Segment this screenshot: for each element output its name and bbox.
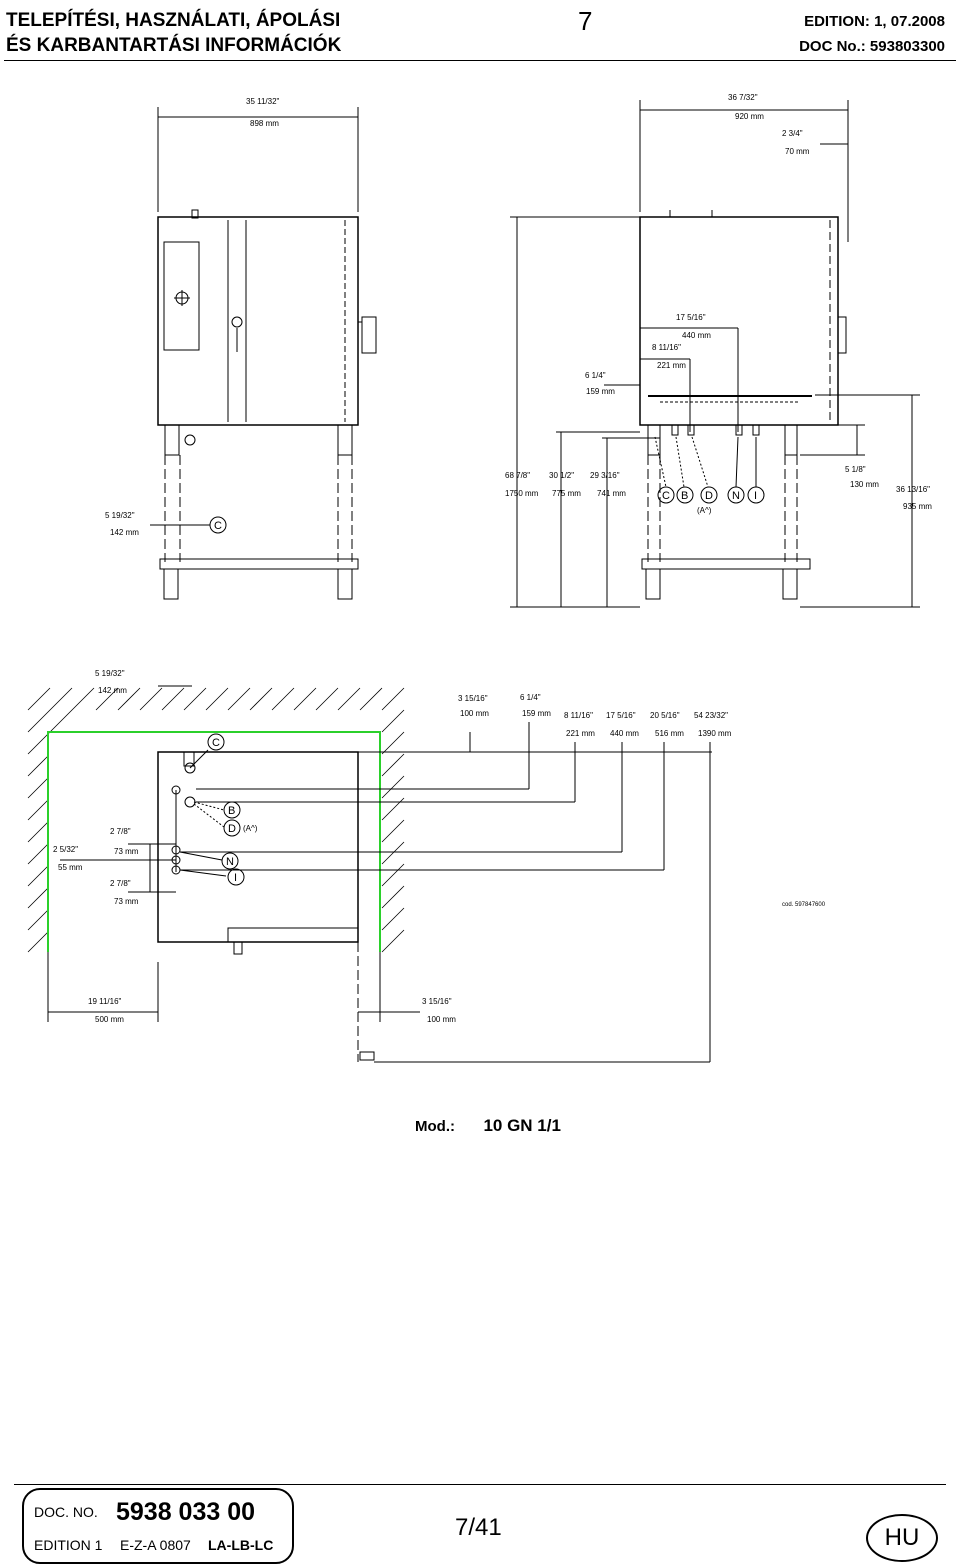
plan-bubble-c: C [212, 737, 220, 749]
front-view: 35 11/32" 898 mm C 5 19/32" 142 mm [105, 97, 377, 600]
plan-73a-mm: 73 mm [114, 847, 139, 856]
side-bubble-b: B [681, 490, 688, 502]
model-value: 10 GN 1/1 [483, 1116, 561, 1135]
side-bubble-i: I [754, 490, 757, 502]
side-view: 36 7/32" 920 mm 2 3/4" 70 mm 17 5/16" 44… [505, 93, 932, 608]
header-title-line2: ÉS KARBANTARTÁSI INFORMÁCIÓK [6, 35, 342, 56]
front-bubble-c: C [214, 520, 222, 532]
plan-142-mm: 142 mm [98, 686, 127, 695]
side-935-mm: 935 mm [903, 502, 932, 511]
doc-number-box: DOC. NO. 5938 033 00 EDITION 1 E-Z-A 080… [22, 1488, 294, 1564]
side-depth-frac: 36 7/32" [728, 93, 758, 102]
plan-55-mm: 55 mm [58, 863, 83, 872]
plan-500-frac: 19 11/16" [88, 997, 122, 1006]
side-741-frac: 29 3/16" [590, 471, 620, 480]
side-741-mm: 741 mm [597, 489, 626, 498]
plan-bubble-d: D [228, 823, 236, 835]
model-label: Mod.: [415, 1118, 455, 1135]
header-title-line1: TELEPÍTÉSI, HASZNÁLATI, ÁPOLÁSI [6, 10, 341, 31]
footer-ll: LA-LB-LC [208, 1537, 274, 1553]
plan-bubble-n: N [226, 856, 234, 868]
front-c-mm: 142 mm [110, 528, 139, 537]
footer-doc-no-label: DOC. NO. [34, 1504, 98, 1520]
side-a-note: (A^) [697, 506, 712, 515]
plan-bubble-i: I [234, 872, 237, 884]
plan-142-frac: 5 19/32" [95, 669, 125, 678]
plan-73b-frac: 2 7/8" [110, 879, 131, 888]
plan-bubble-b: B [228, 805, 235, 817]
side-130-frac: 5 1/8" [845, 465, 866, 474]
plan-100b-frac: 3 15/16" [422, 997, 452, 1006]
plan-440-frac: 17 5/16" [606, 711, 636, 720]
front-width-frac: 35 11/32" [246, 97, 280, 106]
front-width-mm: 898 mm [250, 119, 279, 128]
side-130-mm: 130 mm [850, 480, 879, 489]
side-bubble-n: N [732, 490, 740, 502]
side-775-frac: 30 1/2" [549, 471, 574, 480]
plan-a-note: (A^) [243, 824, 258, 833]
footer-page-of: 7/41 [455, 1514, 502, 1541]
header-rule [4, 60, 956, 61]
side-159-frac: 6 1/4" [585, 371, 606, 380]
side-159-mm: 159 mm [586, 387, 615, 396]
footer-ez: E-Z-A 0807 [120, 1537, 191, 1553]
side-handle-mm: 70 mm [785, 147, 810, 156]
side-221-frac: 8 11/16" [652, 343, 681, 352]
side-bubble-c: C [662, 490, 670, 502]
plan-100-mm: 100 mm [460, 709, 489, 718]
model-line: Mod.: 10 GN 1/1 [415, 1116, 561, 1136]
side-depth-mm: 920 mm [735, 112, 764, 121]
page-header: TELEPÍTÉSI, HASZNÁLATI, ÁPOLÁSI ÉS KARBA… [0, 0, 960, 62]
footer-rule [14, 1484, 946, 1485]
plan-516-mm: 516 mm [655, 729, 684, 738]
plan-440-mm: 440 mm [610, 729, 639, 738]
footer-doc-no-value: 5938 033 00 [116, 1498, 256, 1526]
plan-500-mm: 500 mm [95, 1015, 124, 1024]
plan-73b-mm: 73 mm [114, 897, 139, 906]
header-doc-no: DOC No.: 593803300 [799, 38, 945, 55]
side-1750-frac: 68 7/8" [505, 471, 530, 480]
plan-55-frac: 2 5/32" [53, 845, 78, 854]
plan-1390-mm: 1390 mm [698, 729, 732, 738]
plan-159-frac: 6 1/4" [520, 693, 541, 702]
header-edition: EDITION: 1, 07.2008 [804, 13, 945, 30]
front-c-frac: 5 19/32" [105, 511, 135, 520]
side-1750-mm: 1750 mm [505, 489, 539, 498]
plan-516-frac: 20 5/16" [650, 711, 680, 720]
footer-edition: EDITION 1 [34, 1537, 103, 1553]
plan-221-mm: 221 mm [566, 729, 595, 738]
side-handle-frac: 2 3/4" [782, 129, 803, 138]
plan-code: cod. 597847600 [782, 902, 826, 908]
side-935-frac: 36 13/16" [896, 485, 930, 494]
header-page-number: 7 [578, 6, 593, 36]
plan-159-mm: 159 mm [522, 709, 551, 718]
side-775-mm: 775 mm [552, 489, 581, 498]
plan-221-frac: 8 11/16" [564, 711, 593, 720]
footer-language-badge: HU [866, 1514, 938, 1562]
side-440-mm: 440 mm [682, 331, 711, 340]
side-440-frac: 17 5/16" [676, 313, 706, 322]
side-221-mm: 221 mm [657, 361, 686, 370]
side-bubble-d: D [705, 490, 713, 502]
plan-1390-frac: 54 23/32" [694, 711, 728, 720]
technical-drawing: 35 11/32" 898 mm C 5 19/32" 142 mm [27, 93, 932, 1063]
plan-73a-frac: 2 7/8" [110, 827, 131, 836]
plan-view: C B D (A^) N I 5 19/32" 142 mm 3 15/16" … [27, 669, 826, 1063]
plan-100b-mm: 100 mm [427, 1015, 456, 1024]
plan-100-frac: 3 15/16" [458, 694, 488, 703]
